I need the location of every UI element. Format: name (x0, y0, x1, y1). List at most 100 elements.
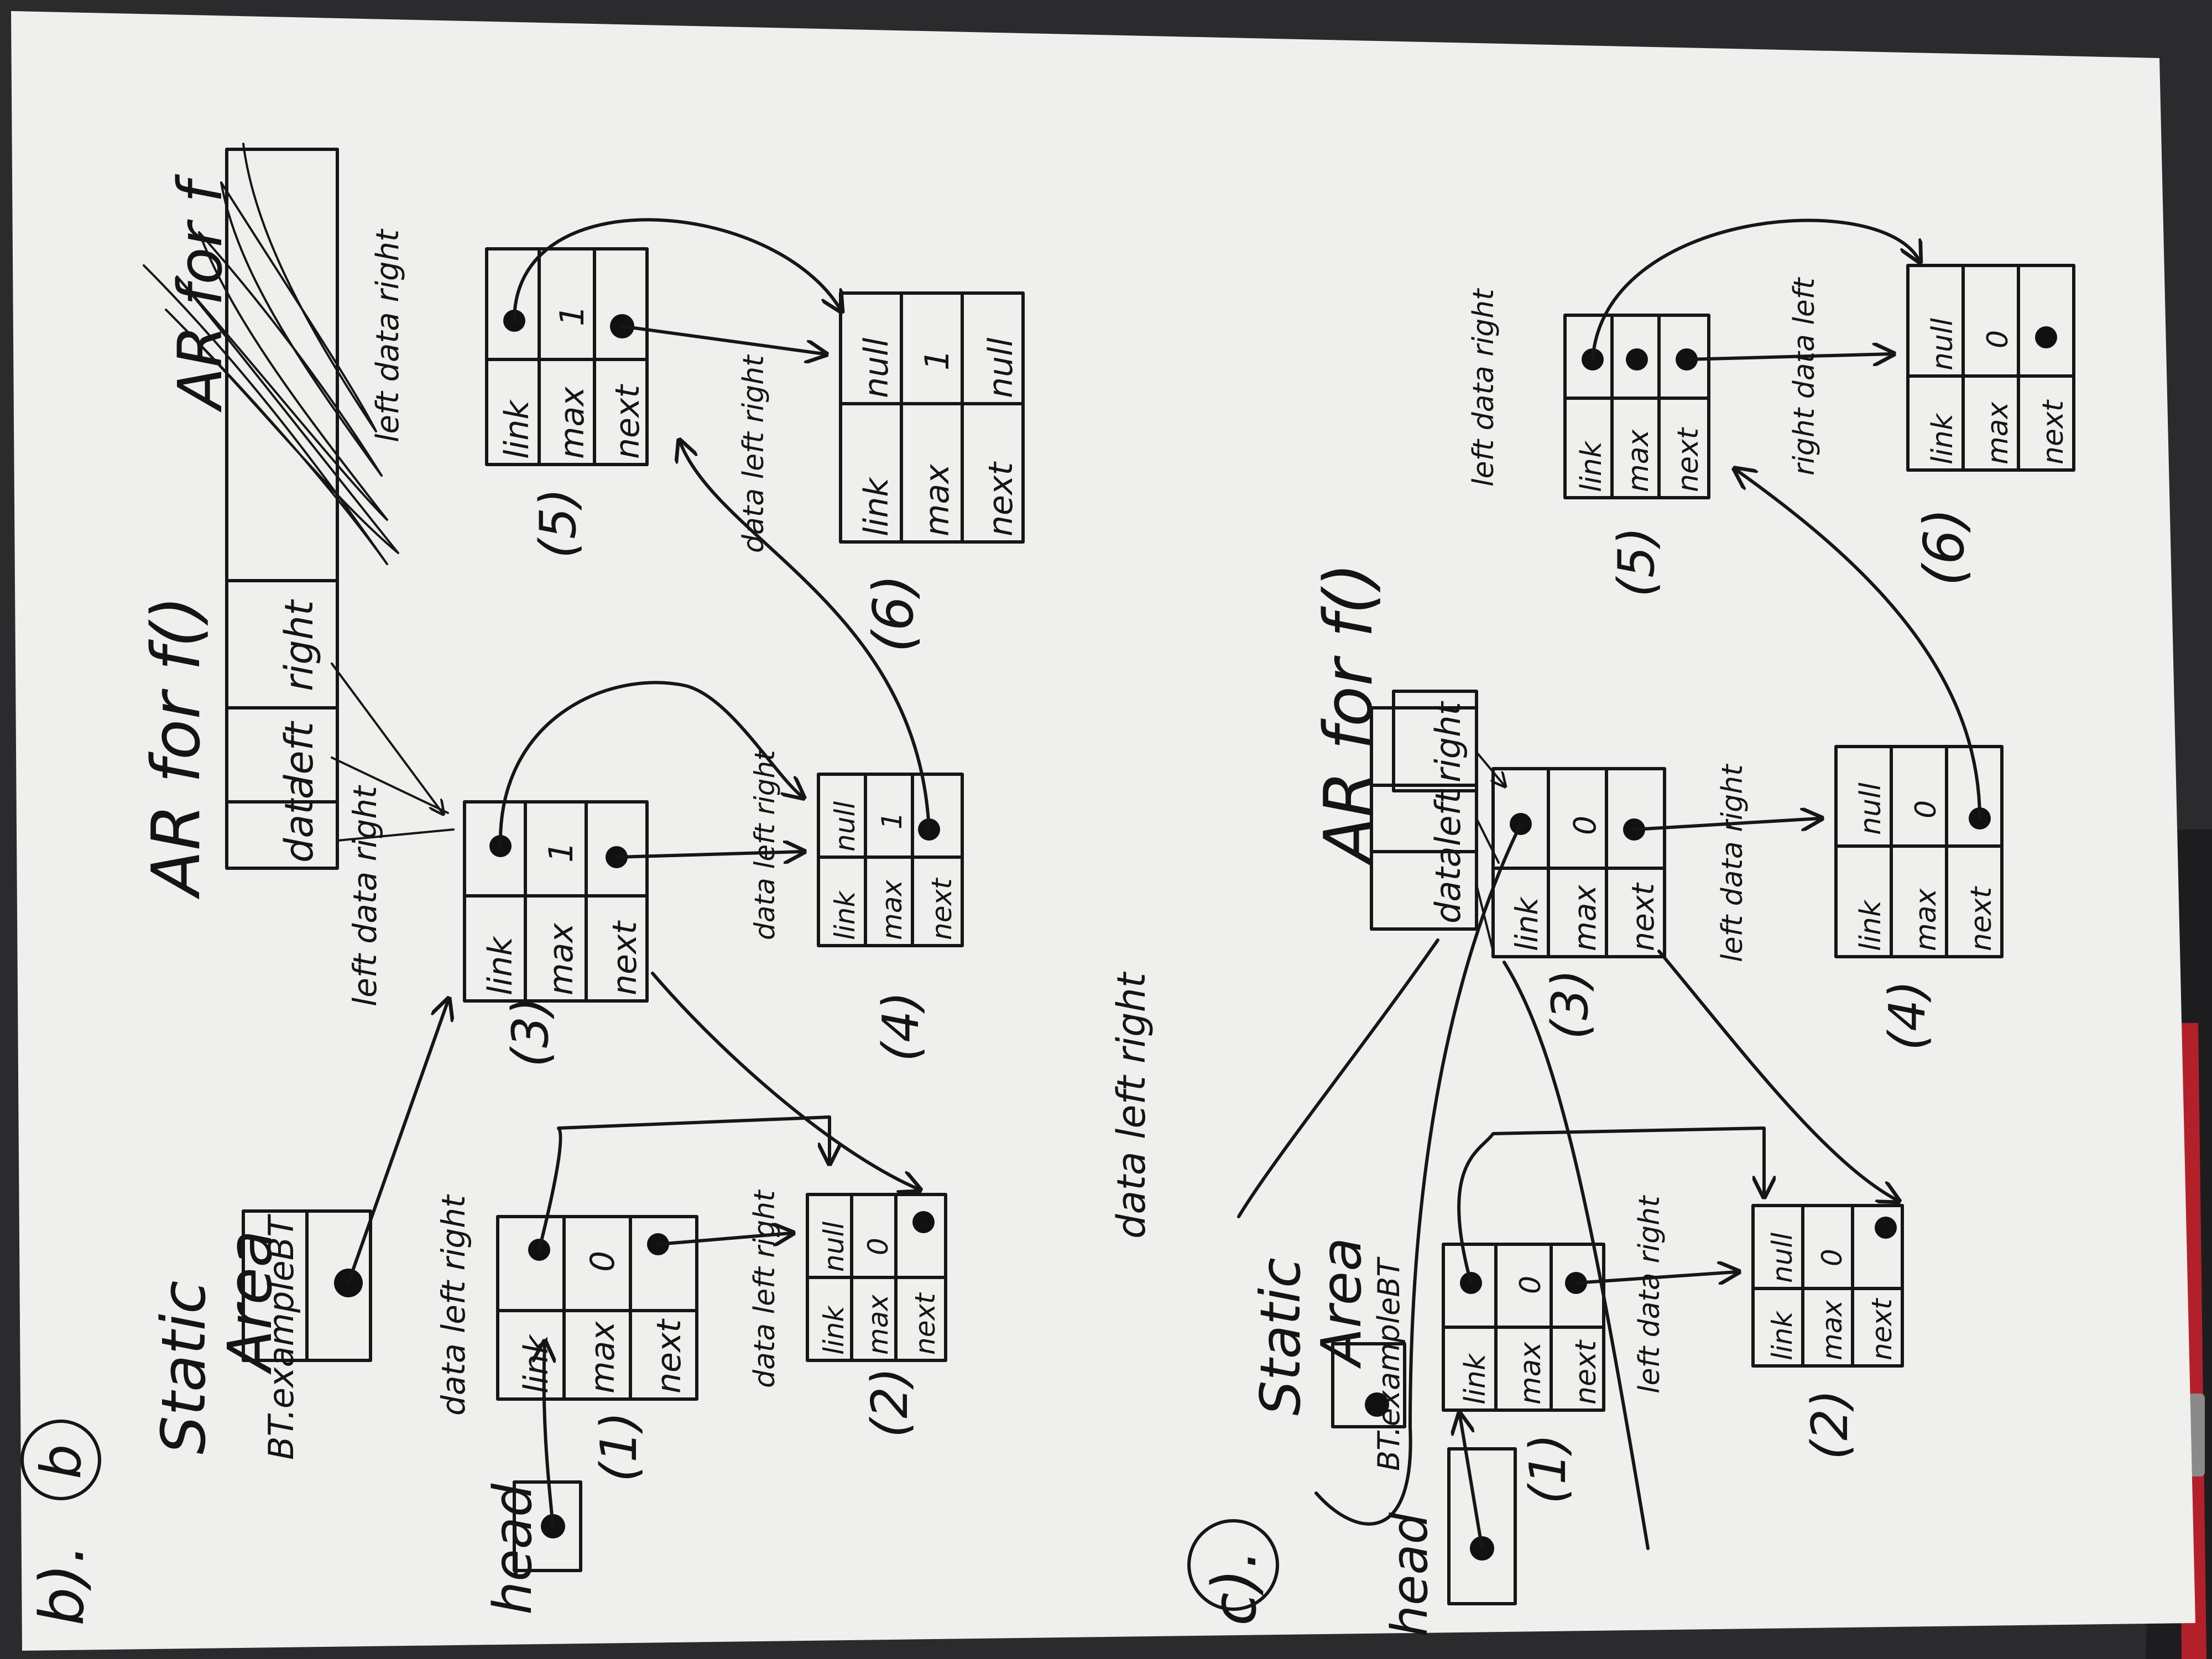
lower-node-4-cell-value: 0 (1910, 800, 1943, 818)
lower-node-2-cell-next: next (1866, 1297, 1898, 1360)
lower-node-2-number: (2) (1801, 1390, 1859, 1460)
upper-node-6: link max next null 1 null data left righ… (737, 291, 1025, 653)
node-4-cell-next: next (926, 877, 958, 940)
section-label-c: c). (1199, 1550, 1270, 1626)
ar-field-left: left (276, 721, 322, 785)
node-2-key: data left right (748, 1190, 781, 1388)
static-pointer-dot-lower (1365, 1392, 1389, 1417)
lower-arrow-1-loop (1457, 1126, 1764, 1285)
upper-node-4: link max next null 1 data left right (4) (749, 749, 964, 1062)
node-4-cell-max: max (876, 880, 908, 940)
upper-static-area: Static Area (148, 1230, 285, 1454)
node-2-number: (2) (861, 1368, 919, 1438)
lower-arrow-5-6 (1685, 354, 1891, 359)
ar-field-arrows-lower (1475, 751, 1504, 952)
node-6-number: (6) (861, 574, 926, 653)
lower-node-4-number: (4) (1879, 980, 1937, 1051)
node-3-number: (3) (502, 997, 560, 1068)
node-1-key: data left right (435, 1194, 472, 1416)
lower-node-4-cell-next: next (1965, 886, 1998, 951)
arrow-1-to-2 (656, 1233, 791, 1244)
node-5-cell-value: 1 (553, 305, 592, 326)
section-label-b: b). (27, 1544, 97, 1626)
lower-section: c). Static Area BT.exampleBT data left r… (1109, 218, 2075, 1637)
ar-field-right-lower: right (1428, 701, 1468, 782)
head-box-lower (1447, 1447, 1517, 1605)
lower-node-1-cell-next: next (1569, 1339, 1603, 1405)
node-6-cell-link: link (857, 477, 896, 536)
lower-arrow-1-2 (1574, 1272, 1736, 1283)
node-3-cell-max: max (542, 923, 581, 995)
node-4-number: (4) (872, 992, 930, 1062)
lower-node-4-box (1834, 745, 2004, 958)
lower-node-4-cell-link: link (1854, 899, 1887, 951)
lower-node-5: link max next left data right (5) (1467, 288, 1710, 598)
arrow-3-to-4 (615, 852, 802, 857)
lower-node-2-key: left data right (1633, 1195, 1666, 1394)
static-pointer-arrow (347, 1001, 448, 1285)
scribbled-text: AR for f (165, 174, 236, 413)
node-1-cell-value: 0 (583, 1251, 622, 1272)
lower-node-5-cell-max: max (1622, 429, 1655, 492)
static-field-name: BT.exampleBT (261, 1214, 301, 1460)
node-1-cell-next: next (650, 1318, 688, 1394)
lower-node-1-cell-value: 0 (1514, 1276, 1547, 1294)
node-4-cell-null: null (829, 801, 861, 852)
lower-node-3-number: (3) (1541, 969, 1599, 1040)
node-6-box (839, 291, 1025, 544)
node-5-key: left data right (370, 228, 406, 442)
node-6-cell-null-2: null (982, 337, 1020, 398)
static-title: Static (148, 1280, 219, 1454)
upper-node-1: link max next 0 data left right (1) (435, 1194, 698, 1483)
ar-field-right: right (276, 599, 322, 691)
node-5-cell-next: next (608, 384, 647, 459)
head-arrow (544, 1344, 553, 1528)
lower-arrow-3-4 (1632, 818, 1819, 831)
node-3-cell-next: next (606, 920, 644, 995)
lower-node-6-cell-value: 0 (1981, 330, 2015, 348)
section-circle-letter: b (29, 1444, 93, 1479)
ar-title-lower: AR for f() (1311, 562, 1387, 867)
lower-arrow-3-loop-long (1503, 961, 1650, 1550)
static-title-lower-2: Area (1309, 1238, 1374, 1369)
node-1-number: (1) (590, 1412, 648, 1483)
node-4-cell-value: 1 (876, 812, 908, 830)
lower-node-1: link max next 0 (1) (1442, 1243, 1605, 1505)
node-3-box (463, 800, 649, 1003)
lower-node-3-cell-value: 0 (1567, 816, 1603, 835)
node-3-cell-value: 1 (542, 842, 581, 863)
head-label-lower: head (1381, 1512, 1439, 1637)
lower-node-4-key: left data right (1716, 764, 1749, 962)
arrow-1-loop (538, 1115, 830, 1251)
lower-node-5-number: (5) (1608, 527, 1666, 598)
static-title-lower: Static (1248, 1258, 1313, 1416)
lower-node-6-cell-next: next (2037, 399, 2070, 465)
section-circle (20, 1420, 101, 1500)
arrow-3-down (651, 972, 918, 1189)
upper-node-2: link max next null 0 data left right (2) (748, 1190, 947, 1438)
floating-key: data left right (1109, 971, 1154, 1239)
lower-node-2-box (1751, 1204, 1904, 1368)
lower-arrow-3-to-static (1314, 822, 1522, 1526)
ar-field-data: data (276, 775, 322, 863)
upper-node-5: link max next 1 left data right (5) (370, 228, 649, 559)
lower-node-4-cell-max: max (1910, 888, 1943, 951)
static-field-name-lower: BT.exampleBT (1371, 1256, 1406, 1471)
node-4-cell-link: link (829, 890, 861, 940)
ar-field-data-lower: data (1428, 846, 1468, 924)
node-5-cell-link: link (498, 399, 536, 459)
upper-section: b). b Static Area BT.exampleBT head AR f… (20, 143, 1025, 1626)
lower-node-1-number: (1) (1519, 1434, 1577, 1505)
static-area-box-lower (1331, 1342, 1406, 1428)
ar-right-box-lower (1392, 690, 1478, 792)
arrow-3-loop (498, 681, 802, 848)
upper-node-3: link max next 1 left data right (3) (346, 785, 649, 1068)
lower-node-1-cell-link: link (1459, 1353, 1492, 1405)
lower-node-2-cell-value: 0 (1816, 1249, 1848, 1266)
lower-node-6: link max next null 0 right data left (6) (1788, 264, 2075, 586)
node-5-cell-max: max (553, 387, 592, 459)
node-3-cell-link: link (481, 936, 520, 995)
node-6-cell-max: max (918, 464, 957, 536)
lower-arrow-4-up (1736, 470, 1981, 820)
